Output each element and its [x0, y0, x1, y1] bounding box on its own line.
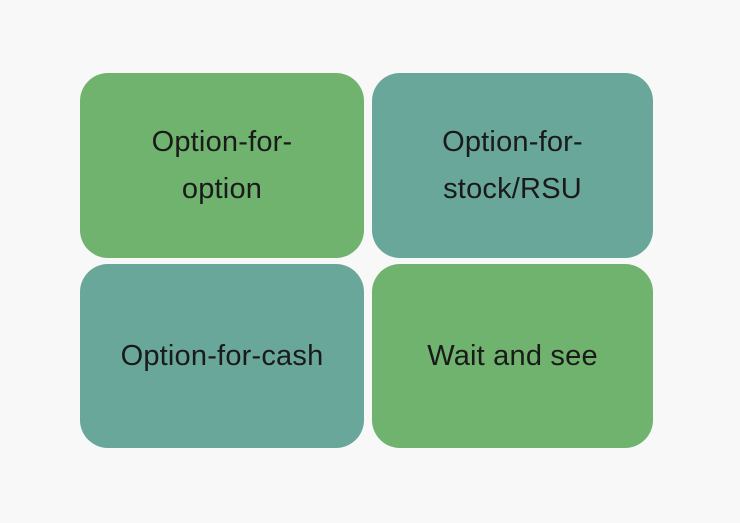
matrix-cell-label: Option-for- option — [151, 125, 293, 205]
matrix-cell-wait-and-see: Wait and see — [372, 264, 653, 448]
matrix-cell-option-for-stock-rsu: Option-for- stock/RSU — [372, 73, 653, 258]
matrix-cell-label: Option-for-cash — [120, 339, 324, 372]
matrix-cell-option-for-cash: Option-for-cash — [80, 264, 364, 448]
matrix-cell-label: Wait and see — [427, 339, 598, 372]
matrix-cell-label: Option-for- stock/RSU — [442, 125, 583, 205]
matrix-cell-option-for-option: Option-for- option — [80, 73, 364, 258]
